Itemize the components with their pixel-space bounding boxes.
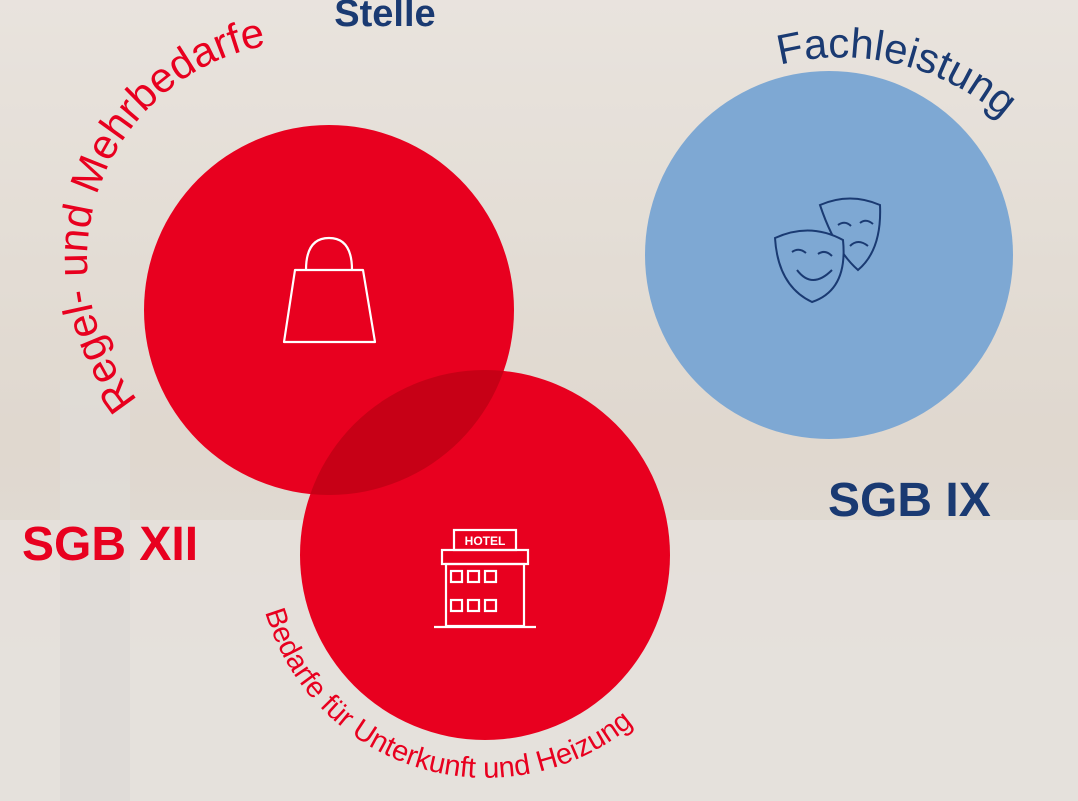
theater-masks-icon bbox=[773, 197, 882, 304]
shopping-bag-icon bbox=[282, 236, 377, 344]
binocular-post bbox=[60, 380, 130, 801]
circle-overlap bbox=[300, 370, 514, 495]
sgb-xii-label: SGB XII bbox=[22, 518, 198, 571]
hotel-icon: HOTEL bbox=[434, 528, 536, 629]
hotel-sign-text: HOTEL bbox=[465, 534, 506, 548]
sgb-ix-label: SGB IX bbox=[828, 474, 991, 527]
top-label: Stelle bbox=[334, 0, 435, 35]
